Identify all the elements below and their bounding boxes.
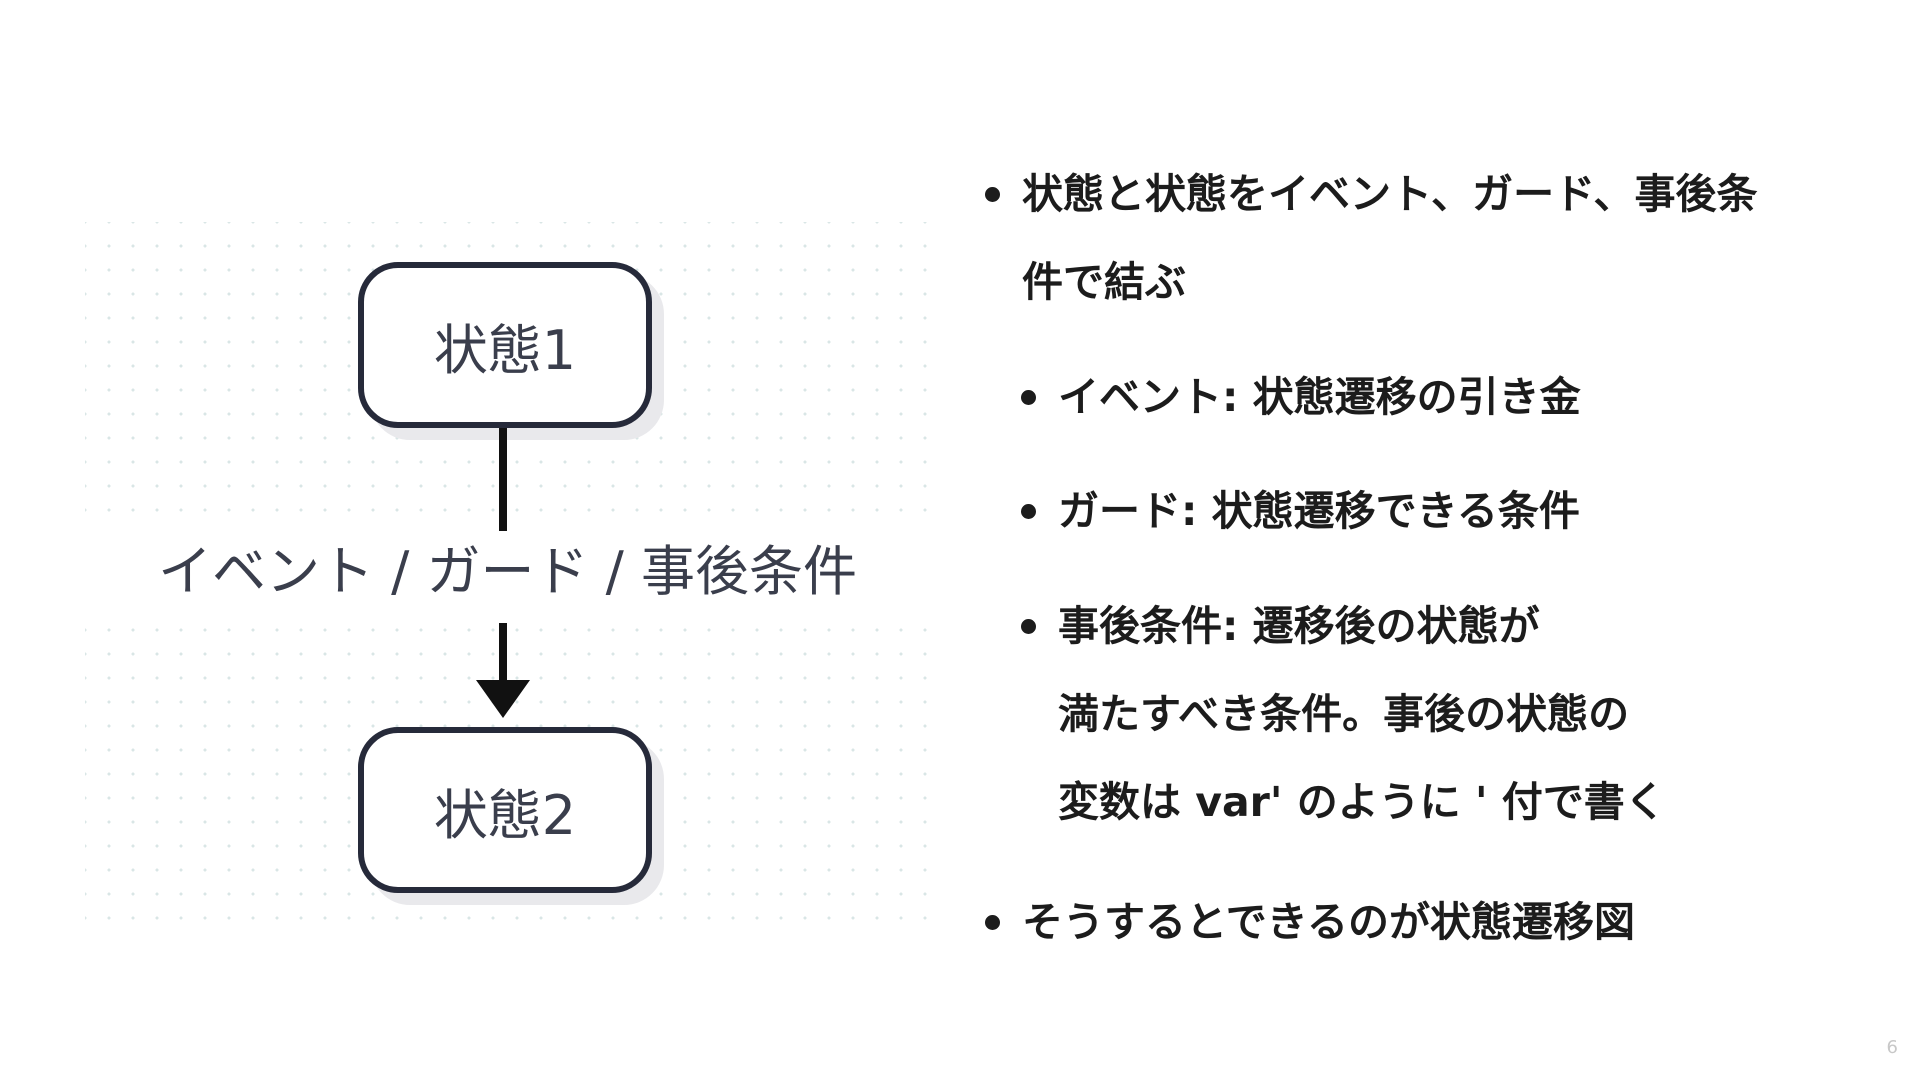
transition-label: イベント / ガード / 事後条件 xyxy=(85,532,930,612)
state-transition-diagram: 状態1 イベント / ガード / 事後条件 状態2 xyxy=(85,222,930,930)
bullet-text: ガード: 状態遷移できる条件 xyxy=(1058,487,1580,535)
bullet-dot-icon xyxy=(1021,619,1036,634)
sub-bullet-item: 事後条件: 遷移後の状態が 満たすべき条件。事後の状態の 変数は var' のよ… xyxy=(985,582,1865,846)
bullet-text: 状態と状態をイベント、ガード、事後条 xyxy=(1022,170,1758,218)
bullet-text: 満たすべき条件。事後の状態の xyxy=(1058,690,1630,738)
state-1-label: 状態1 xyxy=(433,318,577,382)
bullet-text: 事後条件: 遷移後の状態が xyxy=(1058,602,1540,650)
state-box-2: 状態2 xyxy=(358,727,652,893)
arrow-shaft xyxy=(499,623,507,689)
state-box-1: 状態1 xyxy=(358,262,652,428)
bullet-item: そうするとできるのが状態遷移図 xyxy=(985,878,1865,966)
page-number: 6 xyxy=(1886,1037,1898,1058)
bullet-dot-icon xyxy=(985,915,1000,930)
transition-line xyxy=(499,428,507,531)
sub-bullet-item: イベント: 状態遷移の引き金 xyxy=(985,353,1865,441)
bullet-dot-icon xyxy=(1021,390,1036,405)
bullet-text: そうするとできるのが状態遷移図 xyxy=(1022,898,1635,946)
bullet-text: 変数は var' のように ' 付で書く xyxy=(1058,778,1666,826)
arrow-down-icon xyxy=(476,680,530,718)
bullet-item: 状態と状態をイベント、ガード、事後条 件で結ぶ xyxy=(985,150,1865,326)
sub-bullet-item: ガード: 状態遷移できる条件 xyxy=(985,467,1865,555)
state-2-label: 状態2 xyxy=(433,783,577,847)
bullet-dot-icon xyxy=(985,187,1000,202)
bullet-dot-icon xyxy=(1021,504,1036,519)
bullet-text: イベント: 状態遷移の引き金 xyxy=(1058,373,1581,421)
bullet-text: 件で結ぶ xyxy=(1022,258,1186,306)
